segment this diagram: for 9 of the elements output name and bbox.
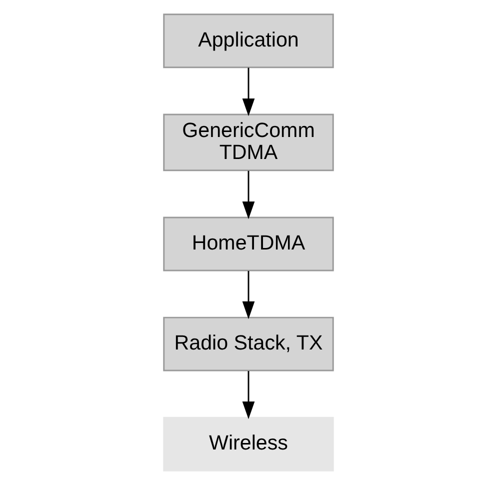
node-box: HomeTDMA — [162, 216, 334, 272]
arrow — [242, 170, 254, 220]
arrow — [242, 371, 254, 420]
node-box: GenericComm TDMA — [162, 114, 334, 172]
node-box: Application — [162, 14, 334, 68]
node-box: Radio Stack, TX — [162, 316, 334, 372]
node-box: Wireless — [162, 416, 334, 472]
arrow — [242, 68, 254, 116]
arrow — [242, 270, 254, 320]
